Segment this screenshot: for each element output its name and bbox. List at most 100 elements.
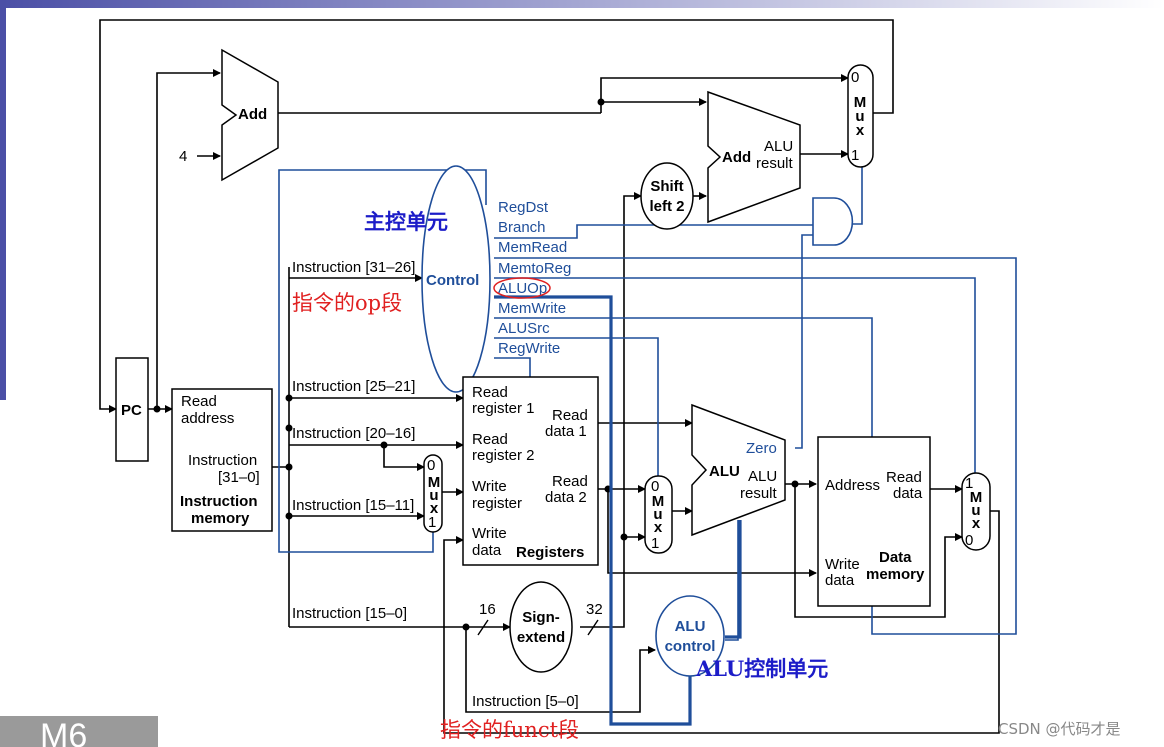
annotation-main-control: 主控单元 xyxy=(364,209,448,234)
field-15-0: Instruction [15–0] xyxy=(292,605,407,622)
annotation-alu-control: ALU控制单元 xyxy=(695,656,828,681)
signal-regwrite: RegWrite xyxy=(498,340,560,357)
mux-alu-in0: 0 xyxy=(651,478,659,495)
reg-rd2a: Read xyxy=(552,473,588,490)
aluop-wire xyxy=(494,295,692,726)
shift-line2: left 2 xyxy=(649,198,684,215)
annotation-funct-field: 指令的funct段 xyxy=(440,718,579,742)
alucontrol-line1: ALU xyxy=(675,618,706,635)
dmem-address: Address xyxy=(825,477,880,494)
mux-pc-in1: 1 xyxy=(851,147,859,164)
branch-adder-alu: ALU xyxy=(764,138,793,155)
annotations: 主控单元 指令的op段 ALU控制单元 指令的funct段 xyxy=(292,209,828,742)
pc-adder-label: Add xyxy=(238,106,267,123)
mux-alusrc: 0 M u x 1 xyxy=(644,475,673,554)
imem-address: address xyxy=(181,410,234,427)
field-15-11: Instruction [15–11] xyxy=(292,497,414,514)
control-signals: RegDst Branch MemRead MemtoReg ALUOp Mem… xyxy=(498,199,571,357)
signal-memtoreg: MemtoReg xyxy=(498,260,571,277)
imem-instruction: Instruction xyxy=(188,452,257,469)
signal-aluop: ALUOp xyxy=(498,280,547,297)
signal-memread: MemRead xyxy=(498,239,567,256)
reg-rr1a: Read xyxy=(472,384,508,401)
dmem-read: Read xyxy=(886,469,922,486)
mux-reg-in1: 1 xyxy=(428,514,436,531)
slide-mark: M6 xyxy=(40,717,87,747)
mux-regdst: 0 M u x 1 xyxy=(423,454,443,533)
slide-corner-block xyxy=(0,716,158,747)
aluctrl-wire xyxy=(725,520,742,639)
mux-mem-in0: 0 xyxy=(965,532,973,549)
mux-alu-u: u xyxy=(653,506,662,523)
reg-rr1b: register 1 xyxy=(472,400,535,417)
mux-alu-x: x xyxy=(654,519,663,536)
slide-left-bar xyxy=(0,0,6,400)
signext-line2: extend xyxy=(517,629,565,646)
aluop-highlight-circle xyxy=(493,277,551,299)
signext-in-bits: 16 xyxy=(479,601,496,618)
mux-pc-m: M xyxy=(854,94,867,111)
signal-alusrc: ALUSrc xyxy=(498,320,550,337)
alu-label: ALU xyxy=(709,463,740,480)
pc-label: PC xyxy=(121,402,142,419)
reg-wra: Write xyxy=(472,478,507,495)
instruction-field-labels: Instruction [31–26] Instruction [25–21] … xyxy=(292,259,579,710)
imem-bits: [31–0] xyxy=(218,469,260,486)
mux-memtoreg: 1 M u x 0 xyxy=(961,472,991,551)
mux-pc-u: u xyxy=(855,108,864,125)
mux-reg-in0: 0 xyxy=(427,457,435,474)
signal-regdst: RegDst xyxy=(498,199,549,216)
control-label: Control xyxy=(426,272,479,289)
dmem-data: data xyxy=(893,485,923,502)
dmem-title1: Data xyxy=(879,549,912,566)
pc-adder: Add 4 xyxy=(179,48,279,182)
alucontrol-line2: control xyxy=(665,638,716,655)
mux-mem-x: x xyxy=(972,515,981,532)
constant-four: 4 xyxy=(179,148,187,165)
junction-dots xyxy=(153,98,799,631)
bus-width-marks xyxy=(477,619,599,636)
mux-reg-x: x xyxy=(430,500,439,517)
mux-pc-in0: 0 xyxy=(851,69,859,86)
watermark: CSDN @代码才是 xyxy=(998,720,1121,738)
imem-title2: memory xyxy=(191,510,250,527)
reg-rd2b: data 2 xyxy=(545,489,587,506)
instruction-memory: Read address Instruction [31–0] Instruct… xyxy=(171,388,273,532)
reg-rr2b: register 2 xyxy=(472,447,535,464)
alu-small-label: ALU xyxy=(748,468,777,485)
reg-wrb: register xyxy=(472,495,522,512)
field-25-21: Instruction [25–21] xyxy=(292,378,415,395)
branch-adder-result: result xyxy=(756,155,794,172)
mux-pc-source: 0 M u x 1 xyxy=(847,64,874,168)
alu-control-unit: ALU control xyxy=(655,595,725,677)
branch-adder: Add ALU result xyxy=(707,90,801,224)
signal-memwrite: MemWrite xyxy=(498,300,566,317)
signext-line1: Sign- xyxy=(522,609,560,626)
branch-adder-label: Add xyxy=(722,149,751,166)
reg-title: Registers xyxy=(516,544,584,561)
pc-register: PC xyxy=(115,357,149,462)
shift-left-2: Shift left 2 xyxy=(640,162,694,230)
reg-wdb: data xyxy=(472,542,502,559)
dmem-wdata: data xyxy=(825,572,855,589)
mux-alu-in1: 1 xyxy=(651,535,659,552)
datapath-wires xyxy=(99,19,1000,734)
annotation-op-field: 指令的op段 xyxy=(292,291,402,315)
imem-title1: Instruction xyxy=(180,493,258,510)
signal-branch: Branch xyxy=(498,219,546,236)
slide-top-bar xyxy=(0,0,1164,8)
alu-result: result xyxy=(740,485,778,502)
field-31-26: Instruction [31–26] xyxy=(292,259,415,276)
mux-pc-x: x xyxy=(856,122,865,139)
mux-alu-m: M xyxy=(652,493,665,510)
field-5-0: Instruction [5–0] xyxy=(472,693,579,710)
mux-mem-m: M xyxy=(970,489,983,506)
signext-out-bits: 32 xyxy=(586,601,603,618)
dmem-write: Write xyxy=(825,556,860,573)
main-control-unit: Control xyxy=(421,165,491,393)
reg-rr2a: Read xyxy=(472,431,508,448)
imem-read: Read xyxy=(181,393,217,410)
reg-rd1b: data 1 xyxy=(545,423,587,440)
mux-reg-m: M xyxy=(428,474,441,491)
